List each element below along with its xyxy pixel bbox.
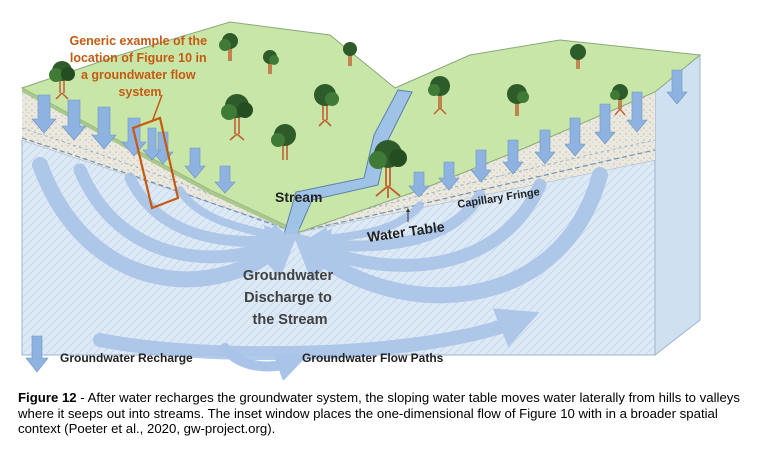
discharge-label-line-2: Discharge to [244,290,332,306]
legend-recharge-label: Groundwater Recharge [60,351,193,365]
inset-label-line-2: location of Figure 10 in [70,51,207,65]
groundwater-diagram: Generic example of the location of Figur… [0,0,761,380]
discharge-label: Groundwater Discharge to the Stream [243,268,337,328]
inset-label-line-3: a groundwater flow [81,68,196,82]
caption-label: Figure 12 [18,390,77,405]
stream-label: Stream [275,189,322,205]
figure-caption: Figure 12 - After water recharges the gr… [18,390,746,437]
legend-flow-label: Groundwater Flow Paths [302,351,444,365]
discharge-label-line-1: Groundwater [243,268,334,284]
inset-label-line-4: system [118,85,161,99]
inset-label-line-1: Generic example of the [69,34,207,48]
discharge-label-line-3: the Stream [253,312,328,328]
caption-text: - After water recharges the groundwater … [18,390,740,436]
